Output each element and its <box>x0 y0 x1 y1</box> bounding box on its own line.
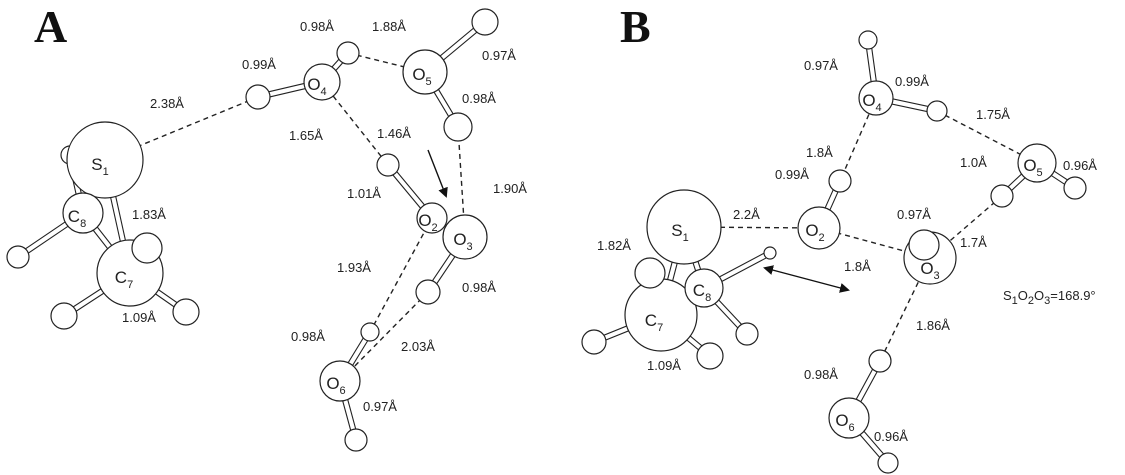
atom-label-b-o5: O5 <box>1023 156 1042 179</box>
atom-a-h-c7a <box>131 232 163 264</box>
distance-label-b-12: 1.86Å <box>916 318 950 333</box>
atom-a-hc8a <box>6 245 30 269</box>
atom-b-hc7c <box>696 342 724 370</box>
atom-label-a-o2: O2 <box>418 211 437 234</box>
panel-label-a: A <box>34 1 68 52</box>
atom-a-s1 <box>66 121 144 199</box>
distance-label-a-7: 1.46Å <box>377 126 411 141</box>
distance-label-b-4: 1.0Å <box>960 155 987 170</box>
distance-label-b-1: 0.99Å <box>895 74 929 89</box>
atom-label-a-o5: O5 <box>412 65 431 88</box>
atom-a-o4 <box>303 63 341 101</box>
atom-a-o5 <box>402 49 448 95</box>
hbond-b-o4-h2 <box>839 97 877 182</box>
distance-label-a-5: 0.98Å <box>462 91 496 106</box>
distance-label-a-4: 2.38Å <box>150 96 184 111</box>
hbond-a-o2-h6 <box>369 217 433 333</box>
atom-label-a-o3: O3 <box>453 230 472 253</box>
distance-label-b-11: 1.7Å <box>960 235 987 250</box>
distance-label-b-2: 1.8Å <box>806 145 833 160</box>
atom-label-a-o6: O6 <box>326 374 345 397</box>
distance-label-a-9: 1.90Å <box>493 181 527 196</box>
angle-annotation-b: S1O2O3=168.9° <box>1003 288 1096 307</box>
distance-label-a-3: 0.99Å <box>242 57 276 72</box>
atom-b-h-c7a <box>634 257 666 289</box>
atom-b-h5a <box>990 184 1014 208</box>
atom-a-h4b <box>245 84 271 110</box>
atom-b-h6a <box>868 349 892 373</box>
atom-label-b-c8: C8 <box>693 281 711 304</box>
atom-b-h5b <box>1063 176 1087 200</box>
atom-a-h4a <box>336 41 360 65</box>
distance-label-b-14: 0.98Å <box>804 367 838 382</box>
atom-a-o2 <box>416 202 448 234</box>
atom-b-o4 <box>858 80 894 116</box>
atom-b-s1 <box>646 189 722 265</box>
atom-label-a-c7: C7 <box>115 268 133 291</box>
distance-label-a-0: 0.98Å <box>300 19 334 34</box>
atom-b-hc8b <box>763 246 777 260</box>
atom-label-b-o3: O3 <box>920 259 939 282</box>
atom-b-o5 <box>1017 143 1057 183</box>
atom-b-h2a <box>828 169 852 193</box>
atom-label-a-o4: O4 <box>307 75 326 98</box>
panel-label-b: B <box>620 1 651 52</box>
atom-b-hc8a <box>735 322 759 346</box>
distance-label-b-6: 0.99Å <box>775 167 809 182</box>
distance-label-a-14: 0.98Å <box>291 329 325 344</box>
distance-label-a-1: 1.88Å <box>372 19 406 34</box>
distance-label-b-15: 0.96Å <box>874 429 908 444</box>
distance-label-b-10: 1.8Å <box>844 259 871 274</box>
atom-a-hc7c <box>172 298 200 326</box>
atom-label-b-s1: S1 <box>671 221 688 244</box>
atom-a-h6c <box>344 428 368 452</box>
distance-label-a-2: 0.97Å <box>482 48 516 63</box>
atom-b-h6b <box>877 452 899 474</box>
distance-label-a-6: 1.65Å <box>289 128 323 143</box>
atom-b-o2 <box>797 206 841 250</box>
atom-a-h5b <box>443 112 473 142</box>
distance-label-b-3: 1.75Å <box>976 107 1010 122</box>
atom-label-b-c7: C7 <box>645 311 663 334</box>
atom-label-b-o6: O6 <box>835 411 854 434</box>
atom-a-o3 <box>442 214 488 260</box>
distance-label-a-10: 1.83Å <box>132 207 166 222</box>
atom-b-h4a <box>858 30 878 50</box>
atom-label-b-o2: O2 <box>805 221 824 244</box>
atom-a-h6a <box>415 279 441 305</box>
distance-label-a-8: 1.01Å <box>347 186 381 201</box>
hbond-a-h3-o6 <box>339 291 429 382</box>
atom-a-h6b <box>360 322 380 342</box>
double-arrow-b <box>763 265 850 293</box>
distance-label-a-12: 0.98Å <box>462 280 496 295</box>
distance-label-b-5: 0.96Å <box>1063 158 1097 173</box>
distance-label-b-9: 1.82Å <box>597 238 631 253</box>
atom-b-o6 <box>828 397 870 439</box>
atom-b-hc7b <box>581 329 607 355</box>
atom-label-a-c8: C8 <box>68 207 86 230</box>
distance-label-a-11: 1.93Å <box>337 260 371 275</box>
atom-label-b-o4: O4 <box>862 91 881 114</box>
atom-b-h4b <box>926 100 948 122</box>
distance-label-b-13: 1.09Å <box>647 358 681 373</box>
arrow-a <box>427 149 448 198</box>
atom-a-o6 <box>319 360 361 402</box>
hbond-b-h5-o3 <box>929 195 1003 259</box>
atom-a-hc7b <box>50 302 78 330</box>
atom-a-c8 <box>62 192 104 234</box>
distance-label-a-15: 2.03Å <box>401 339 435 354</box>
atom-b-h3a <box>908 229 940 261</box>
distance-label-b-8: 2.2Å <box>733 207 760 222</box>
atom-a-h5a <box>471 8 499 36</box>
atom-b-c8 <box>684 268 724 308</box>
distance-label-b-7: 0.97Å <box>897 207 931 222</box>
distance-label-b-0: 0.97Å <box>804 58 838 73</box>
atom-a-h2a <box>376 153 400 177</box>
distance-label-a-16: 0.97Å <box>363 399 397 414</box>
distance-label-a-13: 1.09Å <box>122 310 156 325</box>
atom-label-a-s1: S1 <box>91 155 108 178</box>
